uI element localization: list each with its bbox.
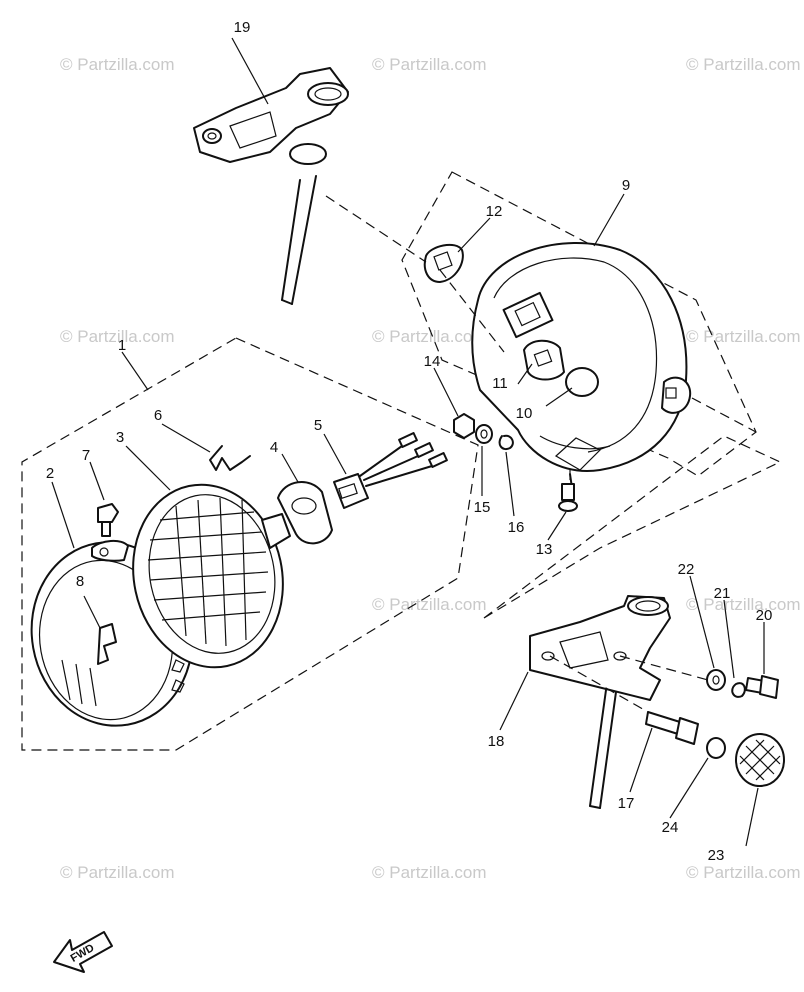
callout-4: 4 [270, 439, 278, 456]
callout-17: 17 [618, 795, 635, 812]
grommet [523, 339, 565, 381]
callout-18: 18 [488, 733, 505, 750]
callout-1: 1 [118, 337, 126, 354]
assembly-guide-lines [325, 195, 757, 713]
callout-19: 19 [234, 19, 251, 36]
callout-3: 3 [116, 429, 124, 446]
callout-21: 21 [714, 585, 731, 602]
washer-22 [706, 669, 726, 691]
callout-14: 14 [424, 353, 441, 370]
socket-cord [333, 431, 448, 509]
callout-24: 24 [662, 819, 679, 836]
mounting-bracket [97, 623, 117, 665]
callout-2: 2 [46, 465, 54, 482]
callout-5: 5 [314, 417, 322, 434]
callout-labels: 1 2 3 4 5 6 7 8 9 10 11 12 13 14 15 16 1… [46, 19, 773, 864]
nut [453, 413, 475, 439]
watermark: © Partzilla.com [372, 863, 487, 882]
rim-screw [97, 503, 119, 537]
grommet-small [423, 243, 464, 283]
bulb-socket-boot [277, 480, 333, 545]
spring-washer-21 [731, 682, 746, 698]
headlight-body [471, 242, 692, 489]
watermark: © Partzilla.com [60, 863, 175, 882]
callout-7: 7 [82, 447, 90, 464]
headlight-stay-group-outline [483, 435, 782, 619]
bolt-20 [745, 675, 779, 699]
callout-20: 20 [756, 607, 773, 624]
callout-11: 11 [492, 375, 508, 392]
watermark: © Partzilla.com [60, 327, 175, 346]
screw [558, 483, 578, 512]
callout-6: 6 [154, 407, 162, 424]
callout-12: 12 [486, 203, 503, 220]
stay-lower [529, 595, 671, 809]
callout-23: 23 [708, 847, 725, 864]
stay-upper [193, 67, 349, 305]
headlight-body-group-outline [401, 171, 757, 477]
leader-lines [51, 37, 765, 847]
callout-22: 22 [678, 561, 695, 578]
spring-clip [209, 445, 251, 471]
watermark: © Partzilla.com [372, 55, 487, 74]
headlight-unit-group-outline [21, 337, 479, 751]
callout-15: 15 [474, 499, 491, 516]
callout-9: 9 [622, 177, 630, 194]
watermark: © Partzilla.com [686, 55, 801, 74]
callout-13: 13 [536, 541, 553, 558]
bolt-cap [735, 733, 785, 787]
cap-washer [706, 737, 726, 759]
callout-10: 10 [516, 405, 533, 422]
callout-8: 8 [76, 573, 84, 590]
watermark: © Partzilla.com [372, 327, 487, 346]
washer [475, 424, 493, 444]
watermark: © Partzilla.com [686, 327, 801, 346]
spring-washer [498, 434, 514, 450]
watermark: © Partzilla.com [372, 595, 487, 614]
forward-direction-arrow: FWD [53, 931, 113, 973]
mounting-bolt [645, 711, 699, 745]
callout-16: 16 [508, 519, 525, 536]
watermarks: © Partzilla.com © Partzilla.com © Partzi… [60, 55, 801, 882]
watermark: © Partzilla.com [686, 863, 801, 882]
watermark: © Partzilla.com [686, 595, 801, 614]
headlight-lens-unit [132, 483, 291, 669]
watermark: © Partzilla.com [60, 55, 175, 74]
